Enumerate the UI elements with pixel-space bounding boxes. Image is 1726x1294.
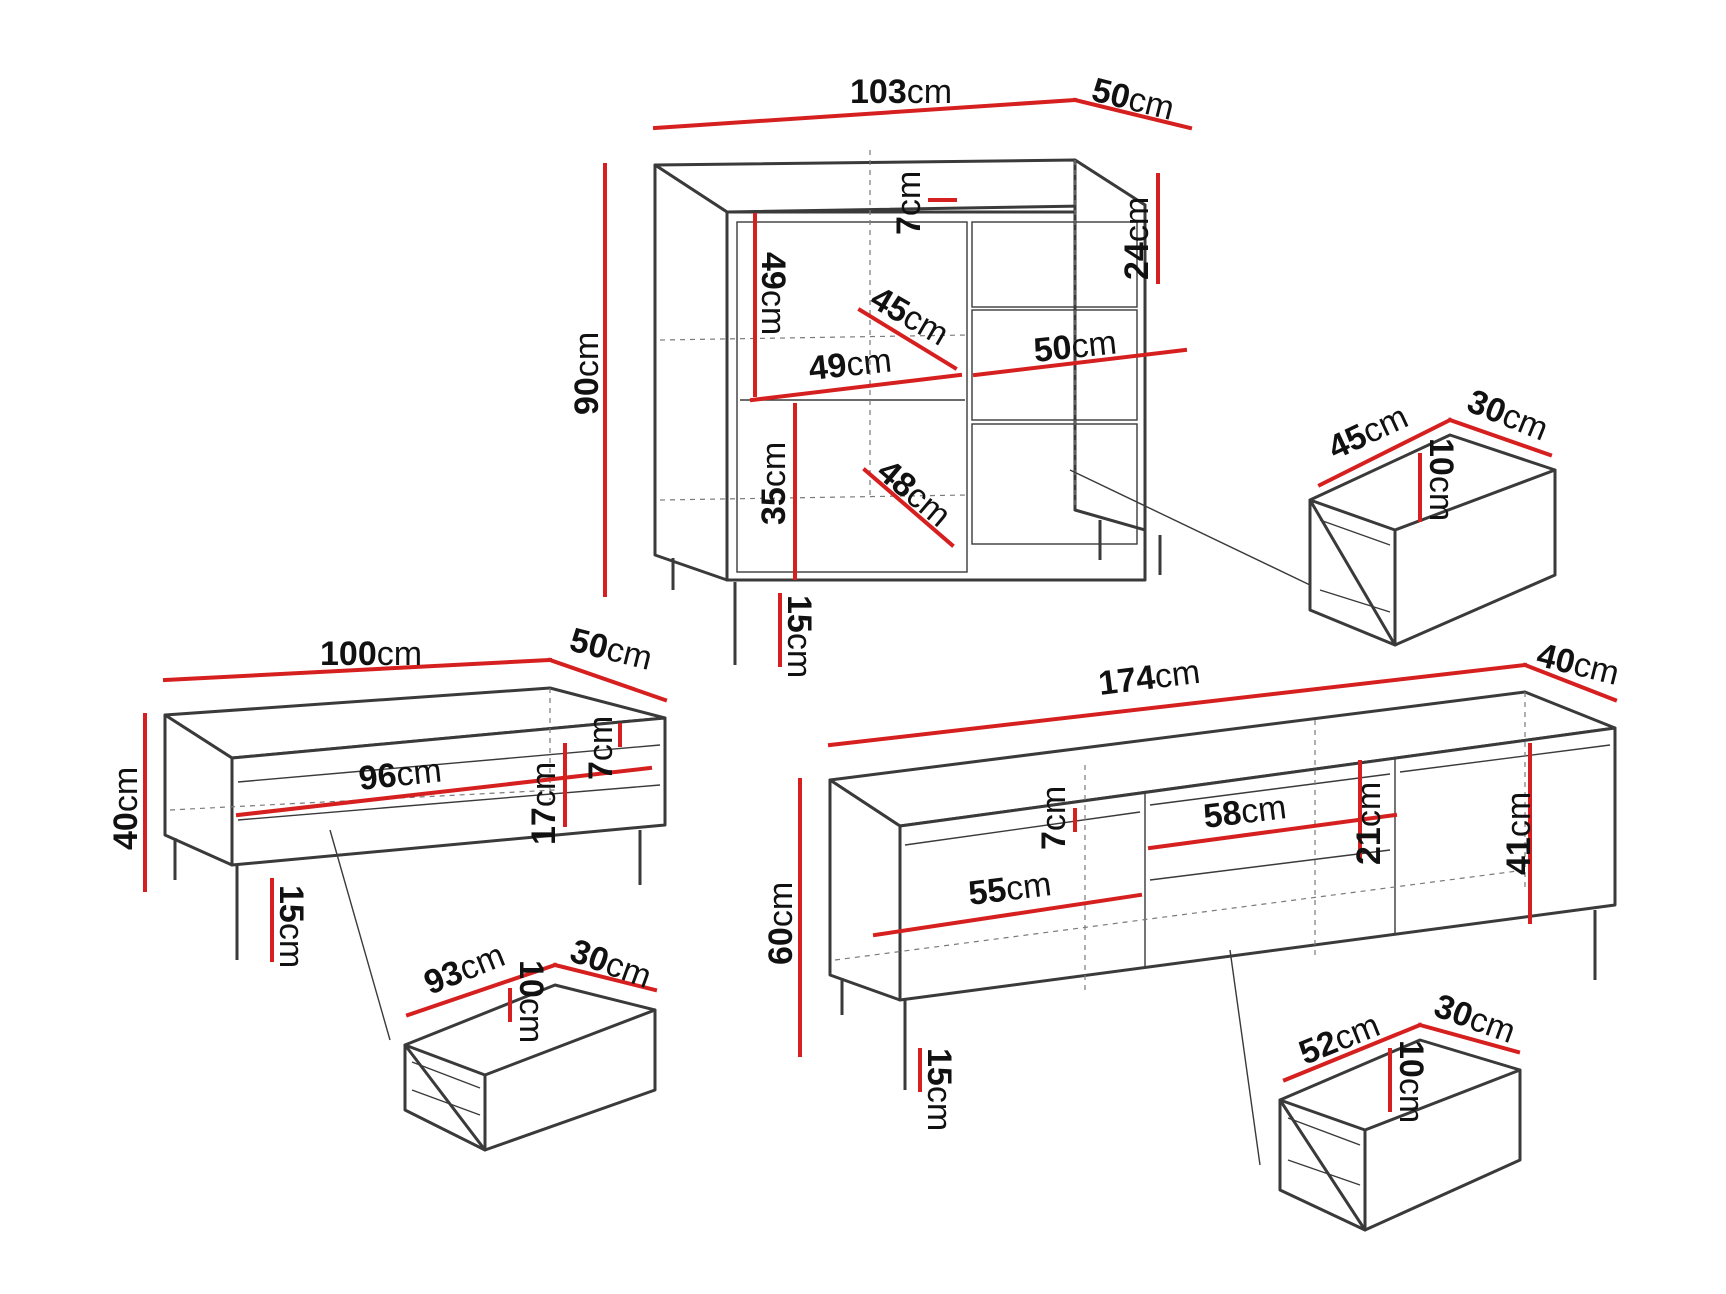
label-right-height: 41cm: [1500, 792, 1538, 875]
label-inner-h: 17cm: [525, 762, 563, 845]
label-width: 103cm: [850, 73, 952, 111]
label-width: 174cm: [1096, 653, 1202, 703]
dim-line: [972, 347, 1188, 378]
label-drawer-width: 58cm: [1201, 788, 1288, 836]
label-legs: 15cm: [920, 1048, 958, 1131]
label-right-drawer-h: 24cm: [1118, 197, 1156, 280]
dim-line: [1282, 1022, 1423, 1083]
tv-stand-dimensions: 174cm 40cm 60cm 15cm 7cm 55cm 58cm 21cm …: [762, 636, 1623, 1131]
label-drawer-height: 10cm: [512, 960, 550, 1043]
sideboard-dimensions: [603, 97, 1193, 667]
dim-line: [1417, 1022, 1521, 1055]
dim-line: [872, 892, 1143, 938]
dim-line: [749, 372, 963, 403]
label-left-width: 55cm: [966, 865, 1053, 913]
label-top-gap: 7cm: [1035, 786, 1073, 850]
label-height: 60cm: [762, 882, 800, 965]
dim-line: [857, 307, 958, 371]
dim-line: [1147, 812, 1398, 851]
label-depth: 50cm: [1088, 71, 1178, 128]
dim-line: [652, 97, 1078, 131]
dim-line: [547, 657, 668, 703]
dim-line: [1447, 417, 1553, 458]
dim-line: [235, 765, 653, 818]
dim-line: [862, 467, 955, 548]
label-drawer-width: 93cm: [419, 936, 510, 1002]
dim-line: [405, 962, 558, 1018]
label-legs: 15cm: [272, 885, 310, 968]
coffee-table-drawer: 93cm 30cm 10cm: [403, 932, 658, 1152]
label-inner-width: 96cm: [357, 751, 444, 797]
label-drawer-height: 21cm: [1350, 782, 1388, 865]
dim-line: [1072, 97, 1193, 131]
label-left-lower-h: 35cm: [755, 442, 793, 525]
dim-line: [1317, 417, 1453, 488]
tv-stand-drawing: [828, 690, 1617, 1166]
label-width: 100cm: [320, 635, 422, 673]
coffee-table-dimensions: 100cm 50cm 40cm 15cm 96cm 17cm 7cm: [107, 621, 668, 968]
dim-line: [552, 962, 658, 993]
label-height: 90cm: [568, 332, 606, 415]
dim-line: [162, 657, 553, 683]
dim-line: [1522, 662, 1618, 703]
tv-stand-drawer: 52cm 30cm 10cm: [1278, 987, 1522, 1232]
label-drawer-depth: 30cm: [565, 932, 656, 996]
label-top-gap: 7cm: [582, 716, 620, 780]
label-left-upper-h: 49cm: [754, 252, 792, 335]
label-drawer-height: 10cm: [1422, 438, 1460, 521]
dim-line: [827, 662, 1528, 748]
label-legs: 15cm: [780, 595, 818, 678]
label-drawer-width: 50cm: [1032, 323, 1119, 369]
label-left-upper-w: 49cm: [807, 341, 894, 387]
label-top-gap: 7cm: [890, 171, 928, 235]
label-drawer-height: 10cm: [1392, 1040, 1430, 1123]
label-height: 40cm: [107, 767, 145, 850]
sideboard-drawer: 45cm 30cm 10cm: [1308, 382, 1557, 647]
